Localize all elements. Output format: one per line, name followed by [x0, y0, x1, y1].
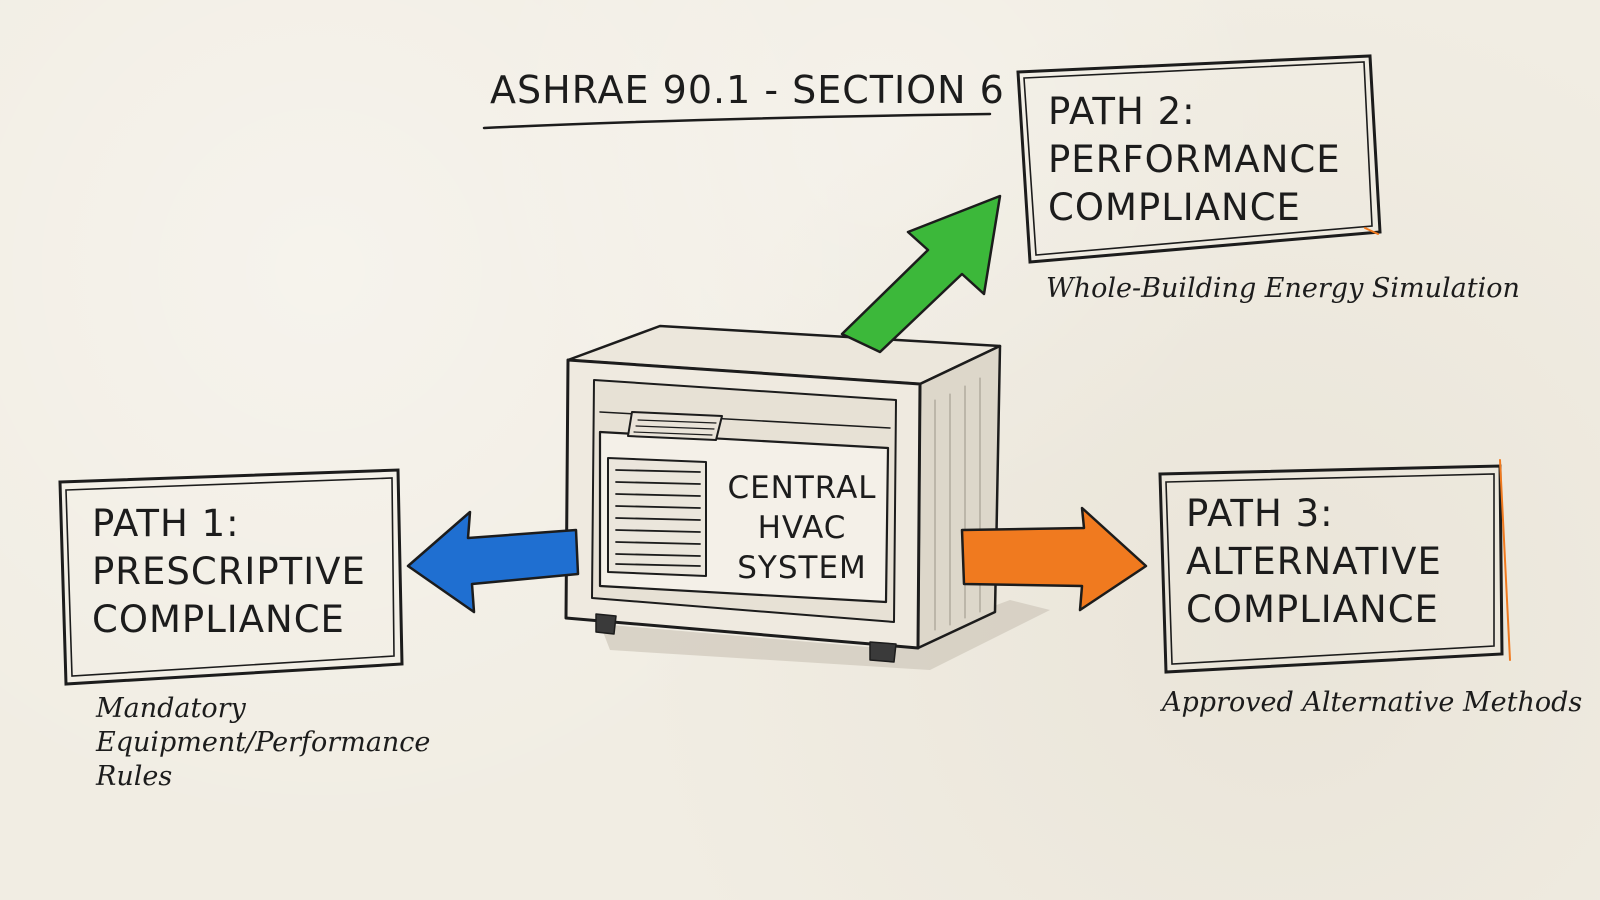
title-underline [482, 112, 992, 130]
hvac-label-line: CENTRAL [727, 470, 877, 506]
path3-label: PATH 3: ALTERNATIVE COMPLIANCE [1186, 490, 1442, 634]
path1-caption-line: Mandatory [96, 693, 246, 724]
path2-caption-line: Whole-Building Energy Simulation [1046, 273, 1520, 304]
path3-compliance: COMPLIANCE [1186, 588, 1439, 631]
path1-caption-line: Equipment/Performance [96, 727, 431, 758]
hvac-label: CENTRAL HVAC SYSTEM [722, 468, 882, 588]
path3-box [1158, 459, 1511, 674]
path2-caption: Whole-Building Energy Simulation [1046, 272, 1520, 306]
path1-compliance: COMPLIANCE [92, 598, 345, 641]
hvac-shadow [600, 600, 1050, 670]
path2-compliance: COMPLIANCE [1048, 186, 1301, 229]
path3-type: ALTERNATIVE [1186, 540, 1442, 583]
hvac-label-line: HVAC [757, 510, 847, 546]
hvac-label-line: SYSTEM [737, 550, 867, 586]
arrow-to-path2 [840, 194, 1002, 354]
path2-box [1016, 54, 1382, 264]
path1-type: PRESCRIPTIVE [92, 550, 366, 593]
path3-caption-line: Approved Alternative Methods [1162, 687, 1583, 718]
path1-box [58, 468, 404, 686]
path1-heading: PATH 1: [92, 502, 240, 545]
diagram-title: ASHRAE 90.1 - SECTION 6 [490, 68, 1005, 112]
path1-caption-line: Rules [96, 761, 173, 792]
path2-label: PATH 2: PERFORMANCE COMPLIANCE [1048, 88, 1341, 232]
path2-heading: PATH 2: [1048, 90, 1196, 133]
arrow-to-path1 [406, 510, 580, 614]
path3-caption: Approved Alternative Methods [1162, 686, 1582, 720]
path1-caption: Mandatory Equipment/Performance Rules [96, 692, 430, 794]
path1-label: PATH 1: PRESCRIPTIVE COMPLIANCE [92, 500, 366, 644]
path2-type: PERFORMANCE [1048, 138, 1341, 181]
arrow-to-path3 [960, 506, 1148, 612]
path3-heading: PATH 3: [1186, 492, 1334, 535]
